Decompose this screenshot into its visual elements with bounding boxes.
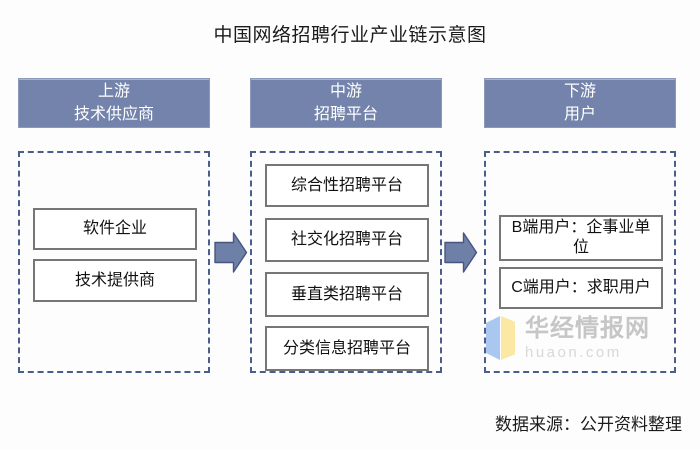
watermark: 华经情报网 huaon.com — [486, 316, 650, 361]
header-downstream-line2: 用户 — [563, 106, 596, 123]
group-midstream: 综合性招聘平台 社交化招聘平台 垂直类招聘平台 分类信息招聘平台 — [250, 151, 442, 373]
header-downstream: 下游 用户 — [484, 78, 676, 128]
data-source-note: 数据来源：公开资料整理 — [495, 415, 682, 434]
watermark-brand-name: 华经情报网 — [525, 315, 650, 342]
arrow-upstream-to-midstream-icon — [214, 232, 248, 273]
header-upstream-line2: 技术供应商 — [73, 106, 154, 123]
header-upstream-line1: 上游 — [97, 82, 130, 100]
node-classified-platform: 分类信息招聘平台 — [265, 326, 429, 371]
node-c-end-users: C端用户：求职用户 — [499, 267, 663, 309]
arrow-midstream-to-downstream-icon — [444, 232, 478, 273]
node-vertical-platform: 垂直类招聘平台 — [265, 272, 429, 317]
watermark-domain: huaon.com — [525, 344, 622, 362]
header-midstream-line1: 中游 — [329, 82, 362, 100]
huaon-logo-icon — [486, 316, 515, 360]
header-midstream-line2: 招聘平台 — [313, 106, 378, 123]
group-downstream: B端用户：企事业单位 C端用户：求职用户 — [484, 151, 676, 373]
node-social-platform: 社交化招聘平台 — [265, 218, 429, 262]
node-software-enterprise: 软件企业 — [33, 208, 197, 250]
watermark-text: 华经情报网 huaon.com — [525, 316, 650, 361]
huaon-logo-yellow-pane — [501, 316, 515, 360]
huaon-logo-blue-pane — [486, 316, 500, 360]
header-midstream: 中游 招聘平台 — [250, 78, 442, 128]
diagram-title: 中国网络招聘行业产业链示意图 — [213, 25, 487, 46]
node-comprehensive-platform: 综合性招聘平台 — [265, 164, 429, 207]
header-downstream-line1: 下游 — [563, 82, 596, 100]
header-upstream: 上游 技术供应商 — [18, 78, 210, 128]
group-upstream: 软件企业 技术提供商 — [18, 151, 210, 373]
node-tech-provider: 技术提供商 — [33, 259, 197, 302]
node-b-end-users: B端用户：企事业单位 — [499, 215, 663, 261]
